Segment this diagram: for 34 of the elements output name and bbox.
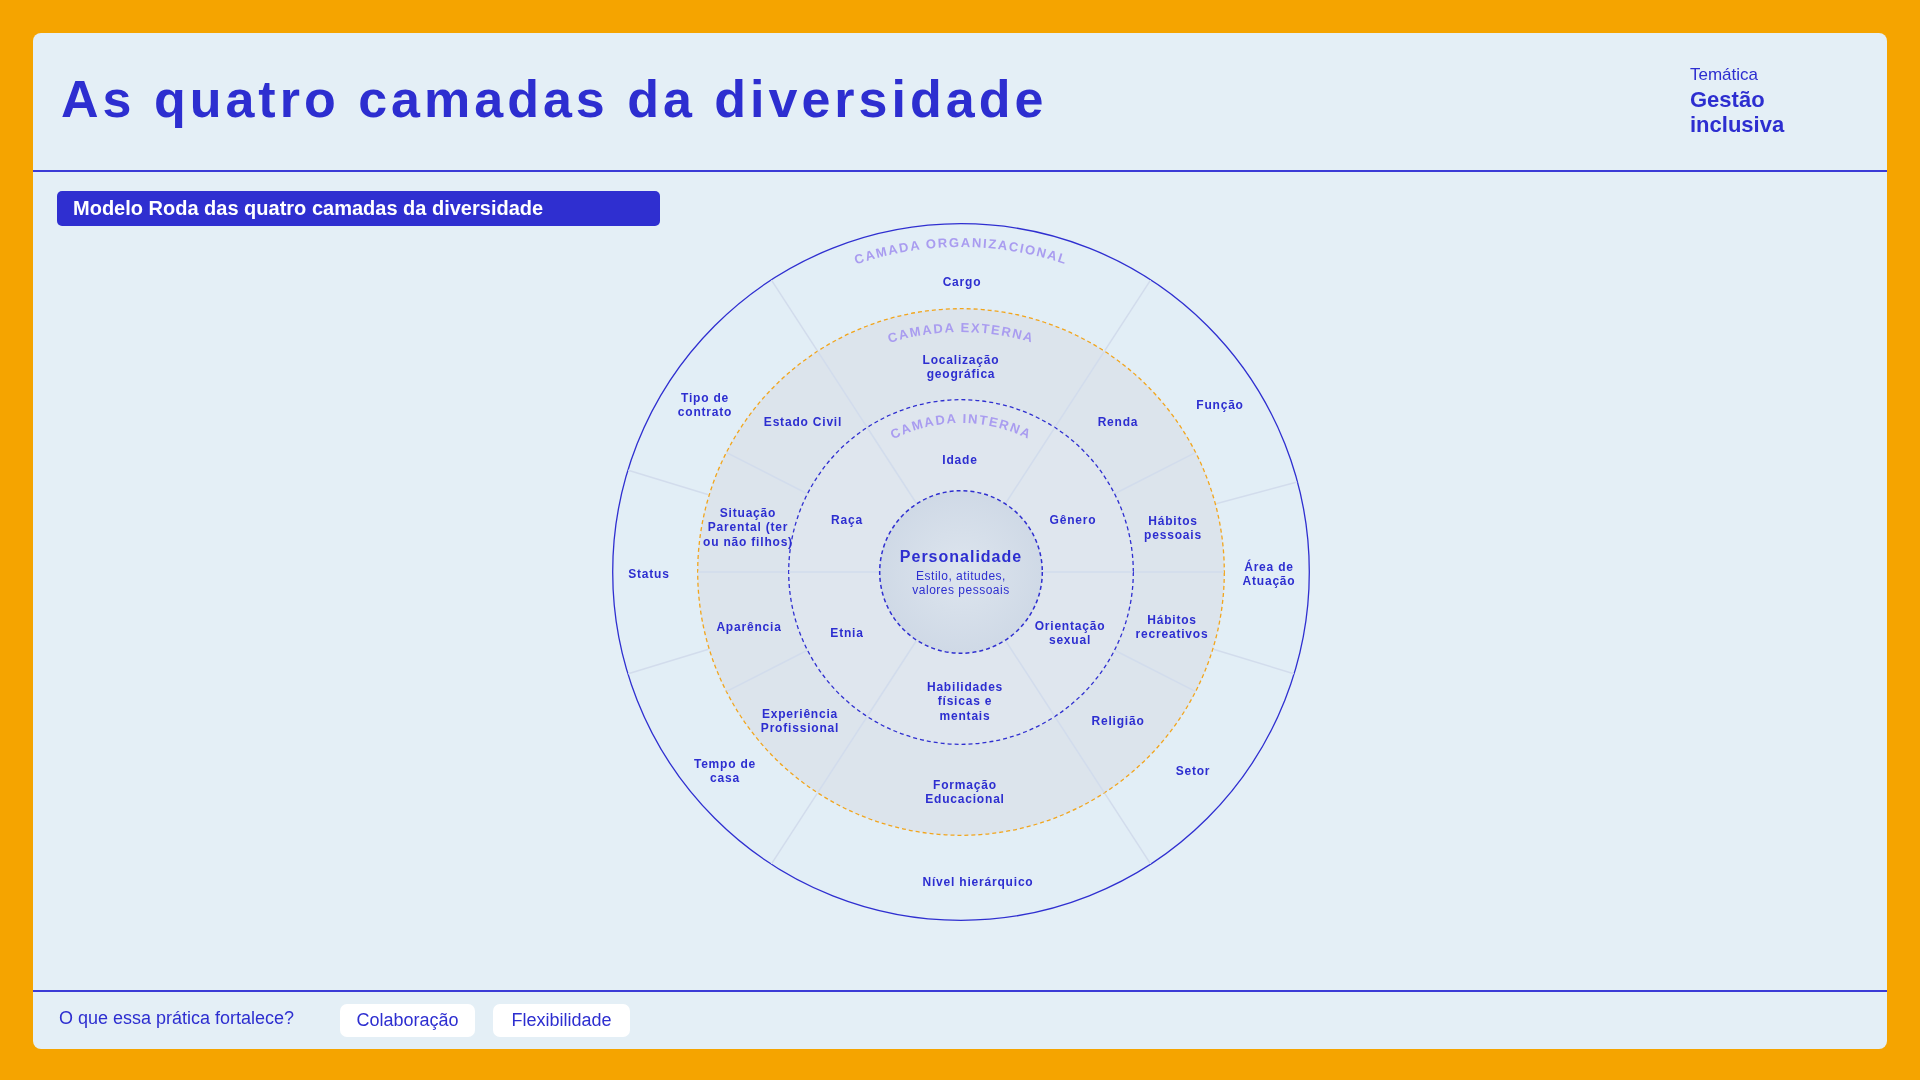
segment-label: Setor [1174,763,1212,779]
segment-label: Aparência [715,619,783,635]
tag-chip: Flexibilidade [493,1004,630,1037]
segment-label: Tipo de contrato [676,390,734,420]
segment-label: Hábitos pessoais [1143,513,1203,543]
segment-label: Hábitos recreativos [1134,612,1210,642]
segment-label: Experiência Profissional [759,706,841,736]
segment-label: Habilidades físicas e mentais [925,680,1005,724]
segment-label: Idade [941,452,979,468]
tag-chip: Colaboração [340,1004,475,1037]
segment-label: Raça [830,512,864,528]
segment-label: Formação Educacional [924,777,1006,807]
footer-question: O que essa prática fortalece? [59,1008,296,1030]
section-badge: Modelo Roda das quatro camadas da diversidade [57,191,660,226]
segment-label: Tempo de casa [692,756,758,786]
segment-label: Localização geográfica [921,352,1001,382]
theme-label: Temática [1690,65,1760,86]
core-description: Estilo, atitudes, valores pessoais [911,568,1011,598]
page-title: As quatro camadas da diversidade [61,69,1048,129]
segment-label: Religião [1090,713,1146,729]
core-title: Personalidade [898,546,1024,566]
theme-label: Gestão inclusiva [1690,87,1786,138]
segment-label: Status [627,566,671,582]
segment-label: Situação Parental (ter ou não filhos) [702,506,794,550]
layer-label: CAMADA EXTERNA [885,319,1037,346]
segment-label: Gênero [1048,512,1098,528]
segment-label: Função [1195,397,1245,413]
segment-label: Estado Civil [762,414,844,430]
segment-label: Orientação sexual [1033,618,1107,648]
segment-label: Cargo [941,274,983,290]
segment-label: Área de Atuação [1241,559,1297,589]
segment-label: Etnia [829,625,865,641]
segment-label: Nível hierárquico [921,874,1035,890]
segment-label: Renda [1096,414,1140,430]
